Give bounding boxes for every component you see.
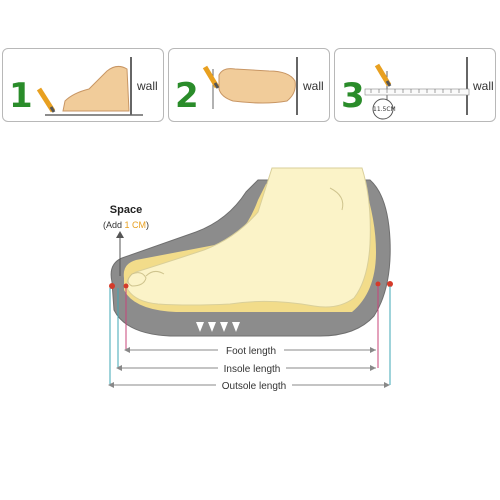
step-1-number: 1: [9, 76, 33, 116]
outsole-length-label: Outsole length: [222, 381, 287, 392]
step-3-illustration: [364, 57, 470, 120]
step-3-panel: 3 11.5CM wall: [334, 48, 496, 122]
pencil-icon-2: [202, 65, 220, 89]
pencil-icon-1: [36, 87, 56, 113]
space-add-note: (Add 1 CM): [103, 220, 149, 230]
step-3-wall-label: wall: [473, 79, 494, 93]
step-2-panel: 2 wall: [168, 48, 330, 122]
step-2-number: 2: [175, 76, 199, 116]
insole-length-label: Insole length: [224, 364, 281, 375]
step-3-number: 3: [341, 76, 365, 116]
toe-marker-dot-2: [123, 283, 129, 289]
heel-marker-dot: [375, 281, 381, 287]
step-2-wall-label: wall: [303, 79, 324, 93]
space-add-value: 1 CM: [125, 220, 147, 230]
step-1-illustration: [36, 57, 143, 116]
tread-pattern: [196, 322, 240, 332]
step-3-measure-label: 11.5CM: [373, 106, 396, 113]
space-label: Space: [110, 204, 142, 216]
step-1-panel: 1 wall: [2, 48, 164, 122]
step-2-illustration: [202, 57, 298, 115]
foot-shape: [126, 167, 371, 308]
toe-marker-dot: [109, 283, 115, 289]
foot-length-label: Foot length: [226, 346, 276, 357]
step-1-wall-label: wall: [137, 79, 158, 93]
shoe-measurement-diagram: Foot length Insole length Outsole length…: [103, 167, 393, 392]
pencil-icon-3: [374, 63, 392, 87]
heel-marker-dot-2: [387, 281, 393, 287]
